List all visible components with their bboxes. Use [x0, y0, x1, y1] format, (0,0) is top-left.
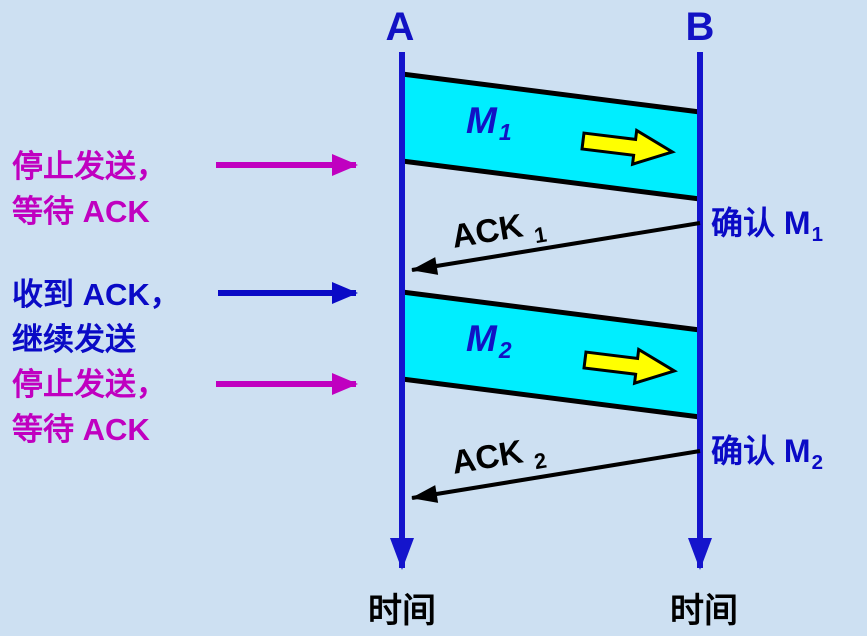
note-received-ack-line1: 收到 ACK， [12, 277, 181, 312]
message-m1-name: M [466, 100, 497, 141]
confirm-m2-text: 确认 M [711, 433, 811, 469]
message-m2-parallelogram [402, 292, 700, 417]
note-received-ack: 收到 ACK， 继续发送 [12, 272, 181, 362]
confirm-m1-text: 确认 M [711, 205, 811, 241]
message-m2-bottom-edge [401, 376, 701, 420]
note-stop-wait-2-line1: 停止发送， [12, 367, 167, 402]
message-m1-parallelogram [402, 74, 700, 199]
message-m1-label: M1 [466, 100, 512, 146]
message-m1-subscript: 1 [498, 119, 512, 146]
note-stop-wait-1: 停止发送， 等待 ACK [12, 144, 167, 234]
confirm-m2-subscript: 2 [811, 450, 823, 474]
confirm-m2-label: 确认 M2 [711, 426, 823, 474]
note-stop-wait-1-line1: 停止发送， [12, 149, 167, 184]
message-m1-bottom-edge [401, 158, 701, 202]
confirm-m1-label: 确认 M1 [711, 198, 823, 246]
m1-direction-arrow-icon [580, 127, 676, 167]
ack1-arrow [411, 221, 701, 275]
time-label-left: 时间 [368, 592, 436, 630]
note-stop-wait-2-line2: 等待 ACK [12, 412, 150, 447]
endpoint-a-label: A [385, 5, 415, 49]
note-received-ack-line2: 继续发送 [12, 322, 136, 357]
time-label-right: 时间 [670, 592, 738, 630]
confirm-m1-subscript: 1 [811, 222, 823, 246]
m2-direction-arrow-icon [582, 346, 678, 386]
note-stop-wait-2: 停止发送， 等待 ACK [12, 362, 167, 452]
message-m2-name: M [466, 318, 497, 359]
endpoint-b-label: B [685, 5, 715, 49]
note-stop-wait-1-line2: 等待 ACK [12, 194, 150, 229]
ack2-arrow [411, 449, 701, 503]
message-m2-subscript: 2 [498, 337, 512, 364]
message-m2-label: M2 [466, 318, 512, 364]
message-m1-top-edge [401, 71, 701, 115]
message-m2-top-edge [401, 289, 701, 333]
